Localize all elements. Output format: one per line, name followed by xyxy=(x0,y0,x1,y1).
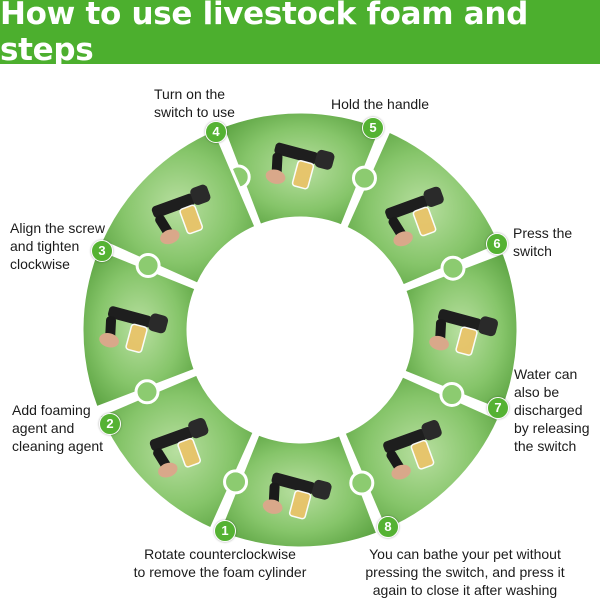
foam-gun-icon xyxy=(385,186,444,247)
puzzle-knob xyxy=(351,165,377,191)
step-2-badge: 2 xyxy=(99,413,121,435)
puzzle-knob xyxy=(135,253,161,279)
puzzle-knob xyxy=(349,470,375,496)
foam-gun-icon xyxy=(265,142,335,190)
foam-gun-icon xyxy=(99,306,169,353)
foam-gun-icon xyxy=(151,184,211,245)
title-banner: How to use livestock foam and steps xyxy=(0,0,600,68)
puzzle-knob xyxy=(440,255,466,281)
puzzle-knob xyxy=(439,381,465,407)
foam-gun-icon xyxy=(429,309,499,356)
step-1-photo-segment xyxy=(97,371,257,531)
step-5-label: Hold the handle xyxy=(331,96,430,112)
step-8-badge: 8 xyxy=(377,516,399,538)
page-title: How to use livestock foam and steps xyxy=(0,0,529,68)
step-1-badge: 1 xyxy=(214,520,236,542)
step-5-badge: 5 xyxy=(362,117,384,139)
foam-gun-icon xyxy=(262,472,332,520)
puzzle-knob xyxy=(223,469,249,495)
foam-gun-icon xyxy=(383,420,442,480)
foam-gun-icon xyxy=(149,418,209,478)
step-6-badge: 6 xyxy=(486,233,508,255)
step-7-badge: 7 xyxy=(487,397,509,419)
puzzle-knob xyxy=(134,379,160,405)
step-3-badge: 3 xyxy=(91,240,113,262)
step-4-badge: 4 xyxy=(205,121,227,143)
